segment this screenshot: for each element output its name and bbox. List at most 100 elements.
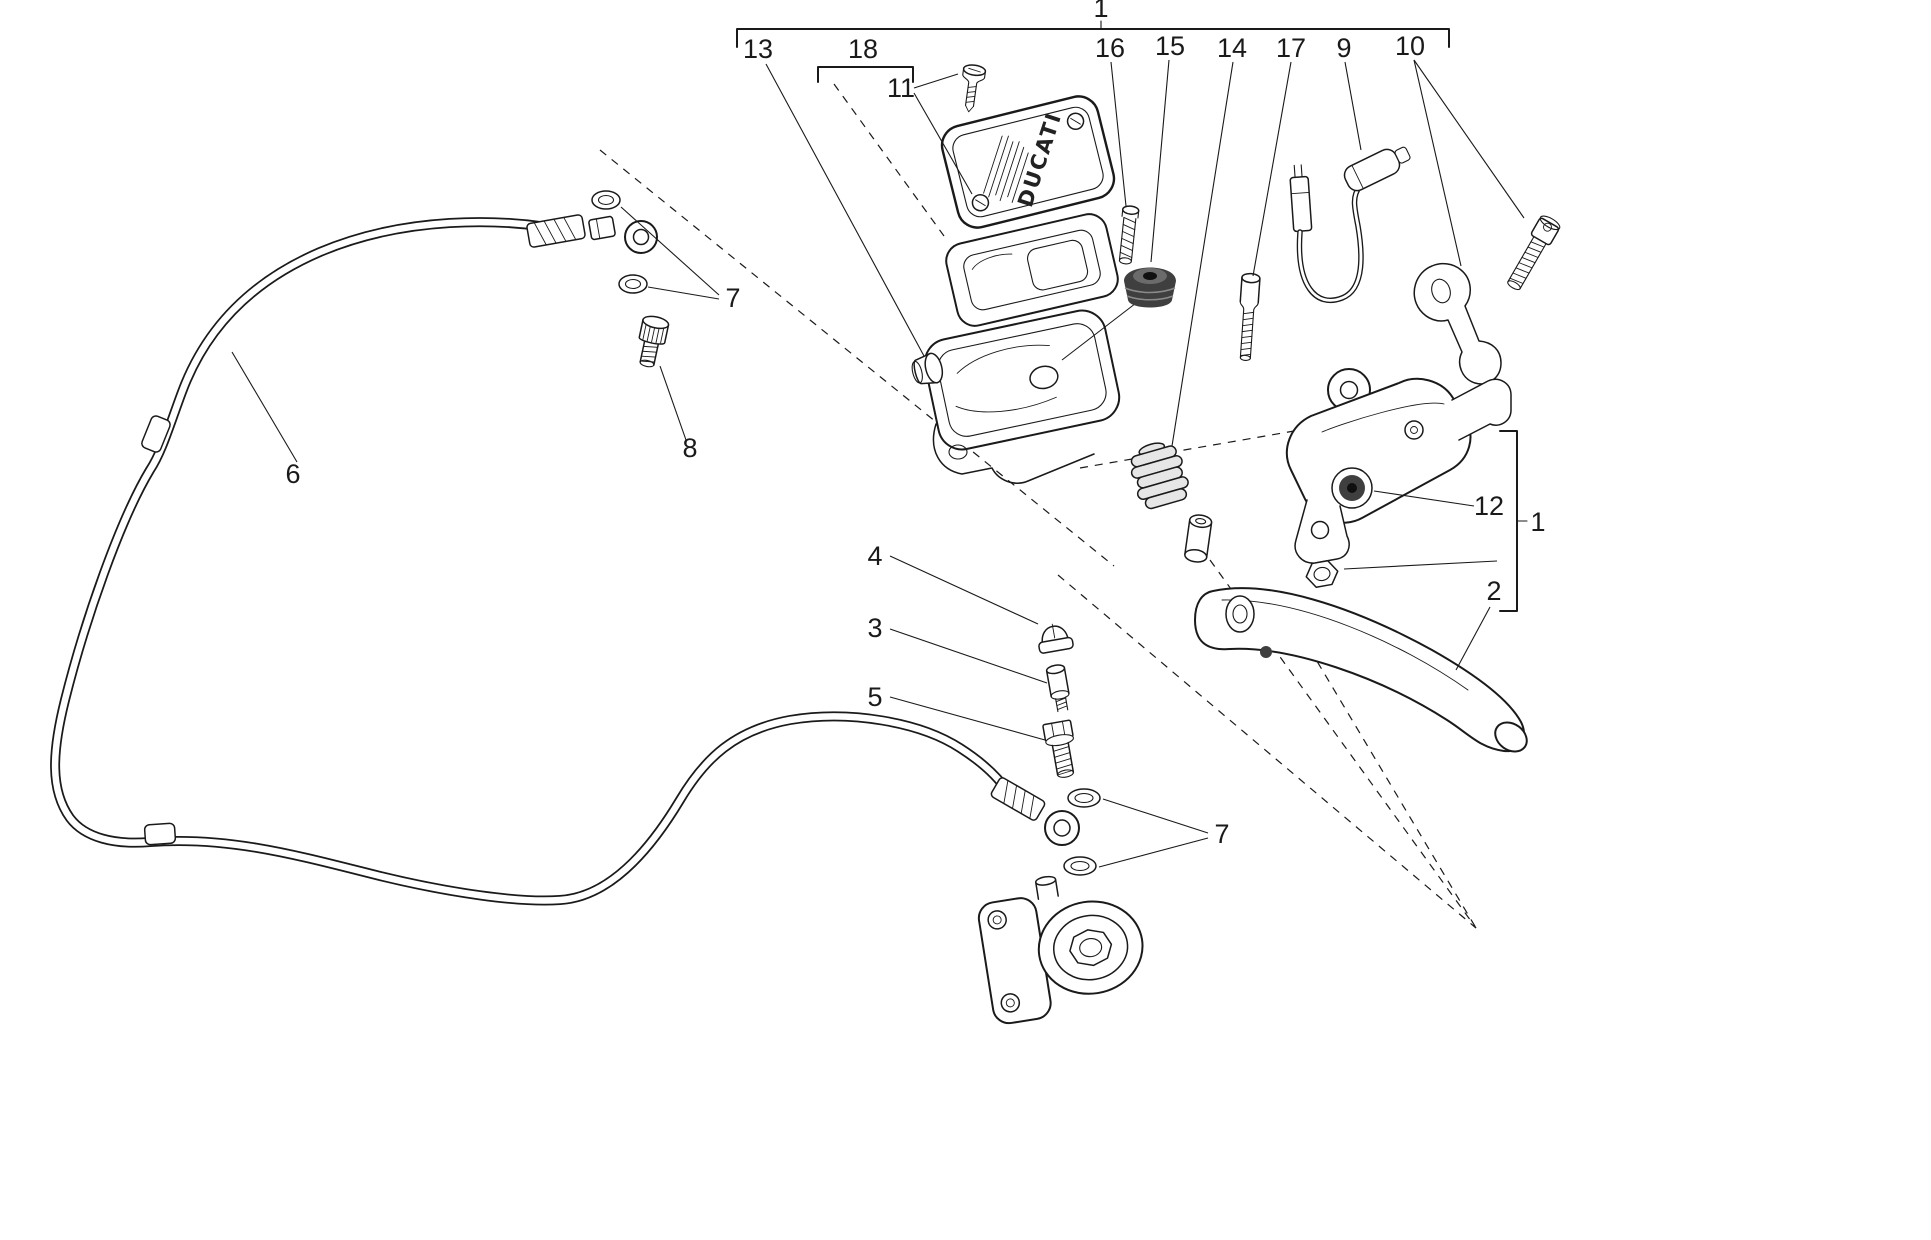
clamp-boss <box>1451 378 1512 441</box>
part-5-fitting <box>1042 719 1075 778</box>
hose-crimp-lower <box>990 777 1046 821</box>
callout-7-upper: 7 <box>725 283 740 313</box>
callout-2: 2 <box>1486 576 1501 606</box>
part-17-rod <box>1239 272 1261 361</box>
callout-15: 15 <box>1155 31 1185 61</box>
banjo-eye-lower <box>1044 810 1080 846</box>
leader-9 <box>1344 61 1362 151</box>
callout-1-top: 1 <box>1093 0 1108 23</box>
part-18-membrane <box>945 213 1119 327</box>
sealing-washer <box>591 190 621 210</box>
part-14-boot <box>1130 442 1189 510</box>
construction-line <box>833 83 945 237</box>
callout-1-right: 1 <box>1530 507 1545 537</box>
part-10-screw <box>1507 215 1561 291</box>
leader-12 <box>1373 490 1475 507</box>
slave-inlet-boss <box>1035 875 1059 900</box>
lever-contact-pad <box>1260 646 1272 658</box>
part-11-screw <box>962 64 987 113</box>
switch-body <box>1343 146 1411 192</box>
hose-sleeve <box>143 822 177 846</box>
part-9-switch <box>1289 146 1411 304</box>
part-16-screw <box>1118 205 1140 265</box>
switch-cable-core <box>1298 184 1363 302</box>
part-12-bushing <box>1184 514 1213 563</box>
part-reservoir-body <box>911 299 1141 484</box>
callout-7-lower: 7 <box>1214 819 1229 849</box>
bracket-assembly-1-right <box>1499 430 1518 612</box>
cap-warning-text-lines <box>983 135 1029 203</box>
slave-bolt-hole <box>1000 993 1021 1013</box>
reservoir-outlet-hole <box>1029 365 1059 390</box>
leader-6 <box>231 351 298 463</box>
part-2-lever <box>1194 587 1528 753</box>
part-4-cap <box>1038 623 1074 654</box>
part-10-clamp <box>1413 262 1502 385</box>
sealing-washer <box>618 274 648 294</box>
leader-7-lower-b <box>1098 837 1209 868</box>
leader-2 <box>1455 606 1491 671</box>
part-18-reservoir-cap: DUCATI <box>940 95 1116 229</box>
leader-14 <box>1171 61 1234 447</box>
construction-line <box>599 149 1115 567</box>
callout-12: 12 <box>1474 491 1504 521</box>
hose-core <box>51 218 1012 904</box>
leader-7-lower-a <box>1102 798 1209 834</box>
leader-7-upper-b <box>647 286 720 300</box>
bleed-port <box>1404 420 1424 440</box>
callout-labels: 1 13 18 11 16 15 14 17 9 10 7 8 6 4 3 5 … <box>285 0 1545 849</box>
callout-5: 5 <box>867 682 882 712</box>
alignment-line-grommet <box>1061 299 1141 361</box>
callout-16: 16 <box>1095 33 1125 63</box>
leader-8 <box>659 365 687 441</box>
part-locknut <box>1305 560 1339 588</box>
callout-17: 17 <box>1276 33 1306 63</box>
leader-10b <box>1413 59 1462 267</box>
leader-11b <box>913 92 973 195</box>
leader-3 <box>889 628 1048 684</box>
sealing-washer <box>1067 788 1101 808</box>
callout-4: 4 <box>867 541 882 571</box>
part-8-banjo-bolt <box>638 315 670 368</box>
callout-14: 14 <box>1217 33 1247 63</box>
part-13-plug <box>911 352 944 385</box>
part-7-lower-washers-banjo <box>1044 788 1101 876</box>
banjo-eye-upper-hole <box>632 228 650 246</box>
leader-15 <box>1150 59 1170 263</box>
leader-5 <box>889 696 1046 741</box>
callout-13: 13 <box>743 34 773 64</box>
lever-ball-end <box>1494 721 1528 753</box>
part-7-upper-washers <box>591 190 648 294</box>
construction-line <box>1301 635 1477 929</box>
bracket-18 <box>817 66 914 83</box>
callout-11: 11 <box>887 73 915 103</box>
hose-fitting-upper <box>588 215 616 241</box>
callout-18: 18 <box>848 34 878 64</box>
sealing-washer-hole <box>597 194 615 206</box>
leader-lines <box>231 59 1525 868</box>
leader-10a <box>1413 59 1525 219</box>
hose-sleeve <box>141 415 171 453</box>
part-15-grommet <box>1124 267 1176 308</box>
callout-6: 6 <box>285 459 300 489</box>
slave-bore-outer <box>1037 900 1144 995</box>
leader-16 <box>1110 61 1127 207</box>
part-3-adjuster <box>1045 664 1070 713</box>
leader-7-upper-a <box>620 206 720 296</box>
reservoir-bottom <box>932 423 1095 484</box>
switch-connector <box>1289 164 1313 233</box>
leader-17 <box>1252 61 1292 277</box>
reservoir-mount-hole <box>948 444 968 460</box>
callout-3: 3 <box>867 613 882 643</box>
callout-9: 9 <box>1336 33 1351 63</box>
slave-bolt-hole <box>987 910 1007 930</box>
leader-11a <box>913 73 959 89</box>
sealing-washer-hole <box>624 278 642 290</box>
construction-line <box>1079 429 1301 469</box>
leader-13 <box>765 63 925 357</box>
construction-line <box>1057 574 1477 929</box>
sealing-washer <box>1063 856 1097 876</box>
part-6-clutch-hose <box>50 214 1046 906</box>
lever-pivot <box>1225 595 1255 633</box>
